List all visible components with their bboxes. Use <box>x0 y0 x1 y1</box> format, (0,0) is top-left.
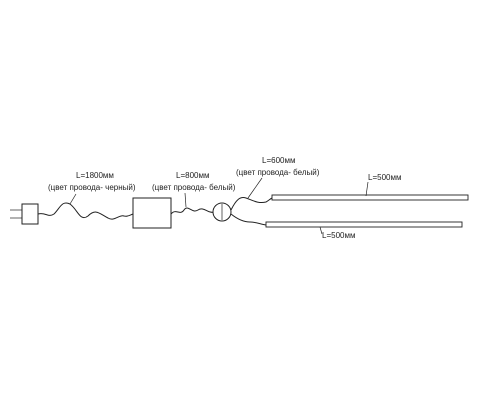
lead-upper <box>230 197 273 211</box>
label-tube-upper-length: L=500мм <box>368 173 401 182</box>
plug-body <box>21 203 39 225</box>
cable-mid <box>170 207 215 215</box>
connector <box>212 202 232 222</box>
cable-main <box>37 202 134 220</box>
label-mid-color: (цвет провода- белый) <box>152 183 236 192</box>
tube-upper <box>271 194 469 201</box>
leader-mid <box>184 192 187 208</box>
label-tube-lower-length: L=500мм <box>322 231 355 240</box>
label-main-length: L=1800мм <box>76 171 114 180</box>
label-lead-length: L=600мм <box>262 156 295 165</box>
label-mid-length: L=800мм <box>176 171 209 180</box>
leader-lead <box>247 177 263 199</box>
power-plug <box>10 203 39 225</box>
lead-lower <box>230 213 267 226</box>
driver-box <box>132 197 172 229</box>
leader-tube-lower <box>319 226 323 235</box>
label-lead-color: (цвет провода- белый) <box>236 168 320 177</box>
tube-lower <box>265 221 463 228</box>
leader-tube-upper <box>365 181 369 197</box>
label-main-color: (цвет провода- черный) <box>48 183 136 192</box>
leader-main <box>69 193 77 205</box>
